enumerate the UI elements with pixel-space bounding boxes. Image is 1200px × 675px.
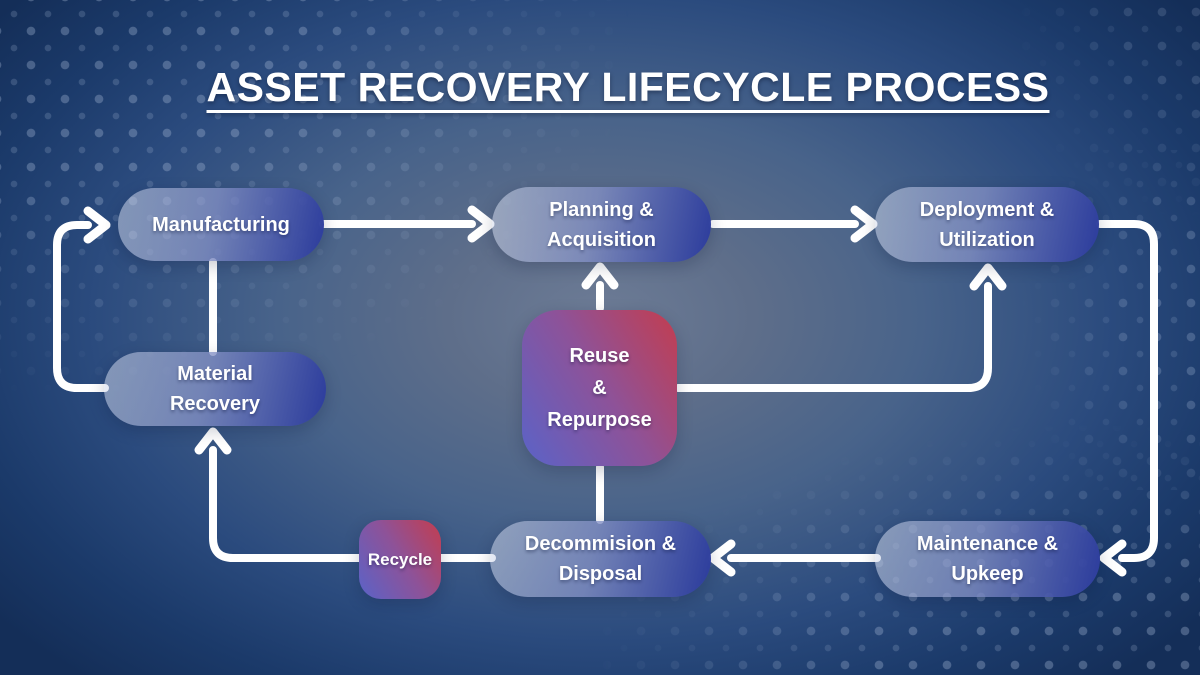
node-material-recovery: Material Recovery [104, 352, 326, 426]
connector-reuse-deployment [674, 282, 992, 392]
node-maintenance-upkeep: Maintenance & Upkeep [875, 521, 1100, 597]
node-planning-acquisition-label: Planning & Acquisition [547, 198, 656, 251]
arrowhead-reuse-into-deployment [969, 263, 1007, 291]
node-planning-acquisition: Planning & Acquisition [492, 187, 711, 262]
node-manufacturing: Manufacturing [118, 188, 324, 261]
node-reuse-repurpose-label: Reuse & Repurpose [547, 345, 652, 431]
arrowhead-into-decommission [708, 539, 736, 577]
node-material-recovery-label: Material Recovery [169, 363, 261, 415]
node-deployment-utilization-label: Deployment & Utilization [919, 198, 1055, 251]
arrowhead-into-maintenance [1099, 539, 1127, 577]
arrowhead-into-deployment [850, 205, 878, 243]
node-manufacturing-label: Manufacturing [152, 213, 290, 236]
node-maintenance-upkeep-label: Maintenance & Upkeep [916, 533, 1059, 585]
node-deployment-utilization: Deployment & Utilization [875, 187, 1099, 262]
arrowhead-into-manufacturing [83, 206, 111, 244]
arrowhead-into-planning [467, 205, 495, 243]
connector-recycle-material [209, 446, 364, 562]
connector-material-manufacturing [53, 221, 109, 392]
node-recycle: Recycle [359, 520, 441, 599]
node-decommission-disposal-label: Decommision & Disposal [524, 533, 677, 585]
page-title: ASSET RECOVERY LIFECYCLE PROCESS [206, 64, 1050, 110]
node-reuse-repurpose: Reuse & Repurpose [522, 310, 677, 466]
node-decommission-disposal: Decommision & Disposal [490, 521, 711, 597]
arrowhead-into-material [194, 427, 232, 455]
arrowhead-reuse-into-planning [581, 262, 619, 290]
node-recycle-label: Recycle [367, 549, 433, 569]
connector-deployment-maintenance [1096, 220, 1158, 562]
